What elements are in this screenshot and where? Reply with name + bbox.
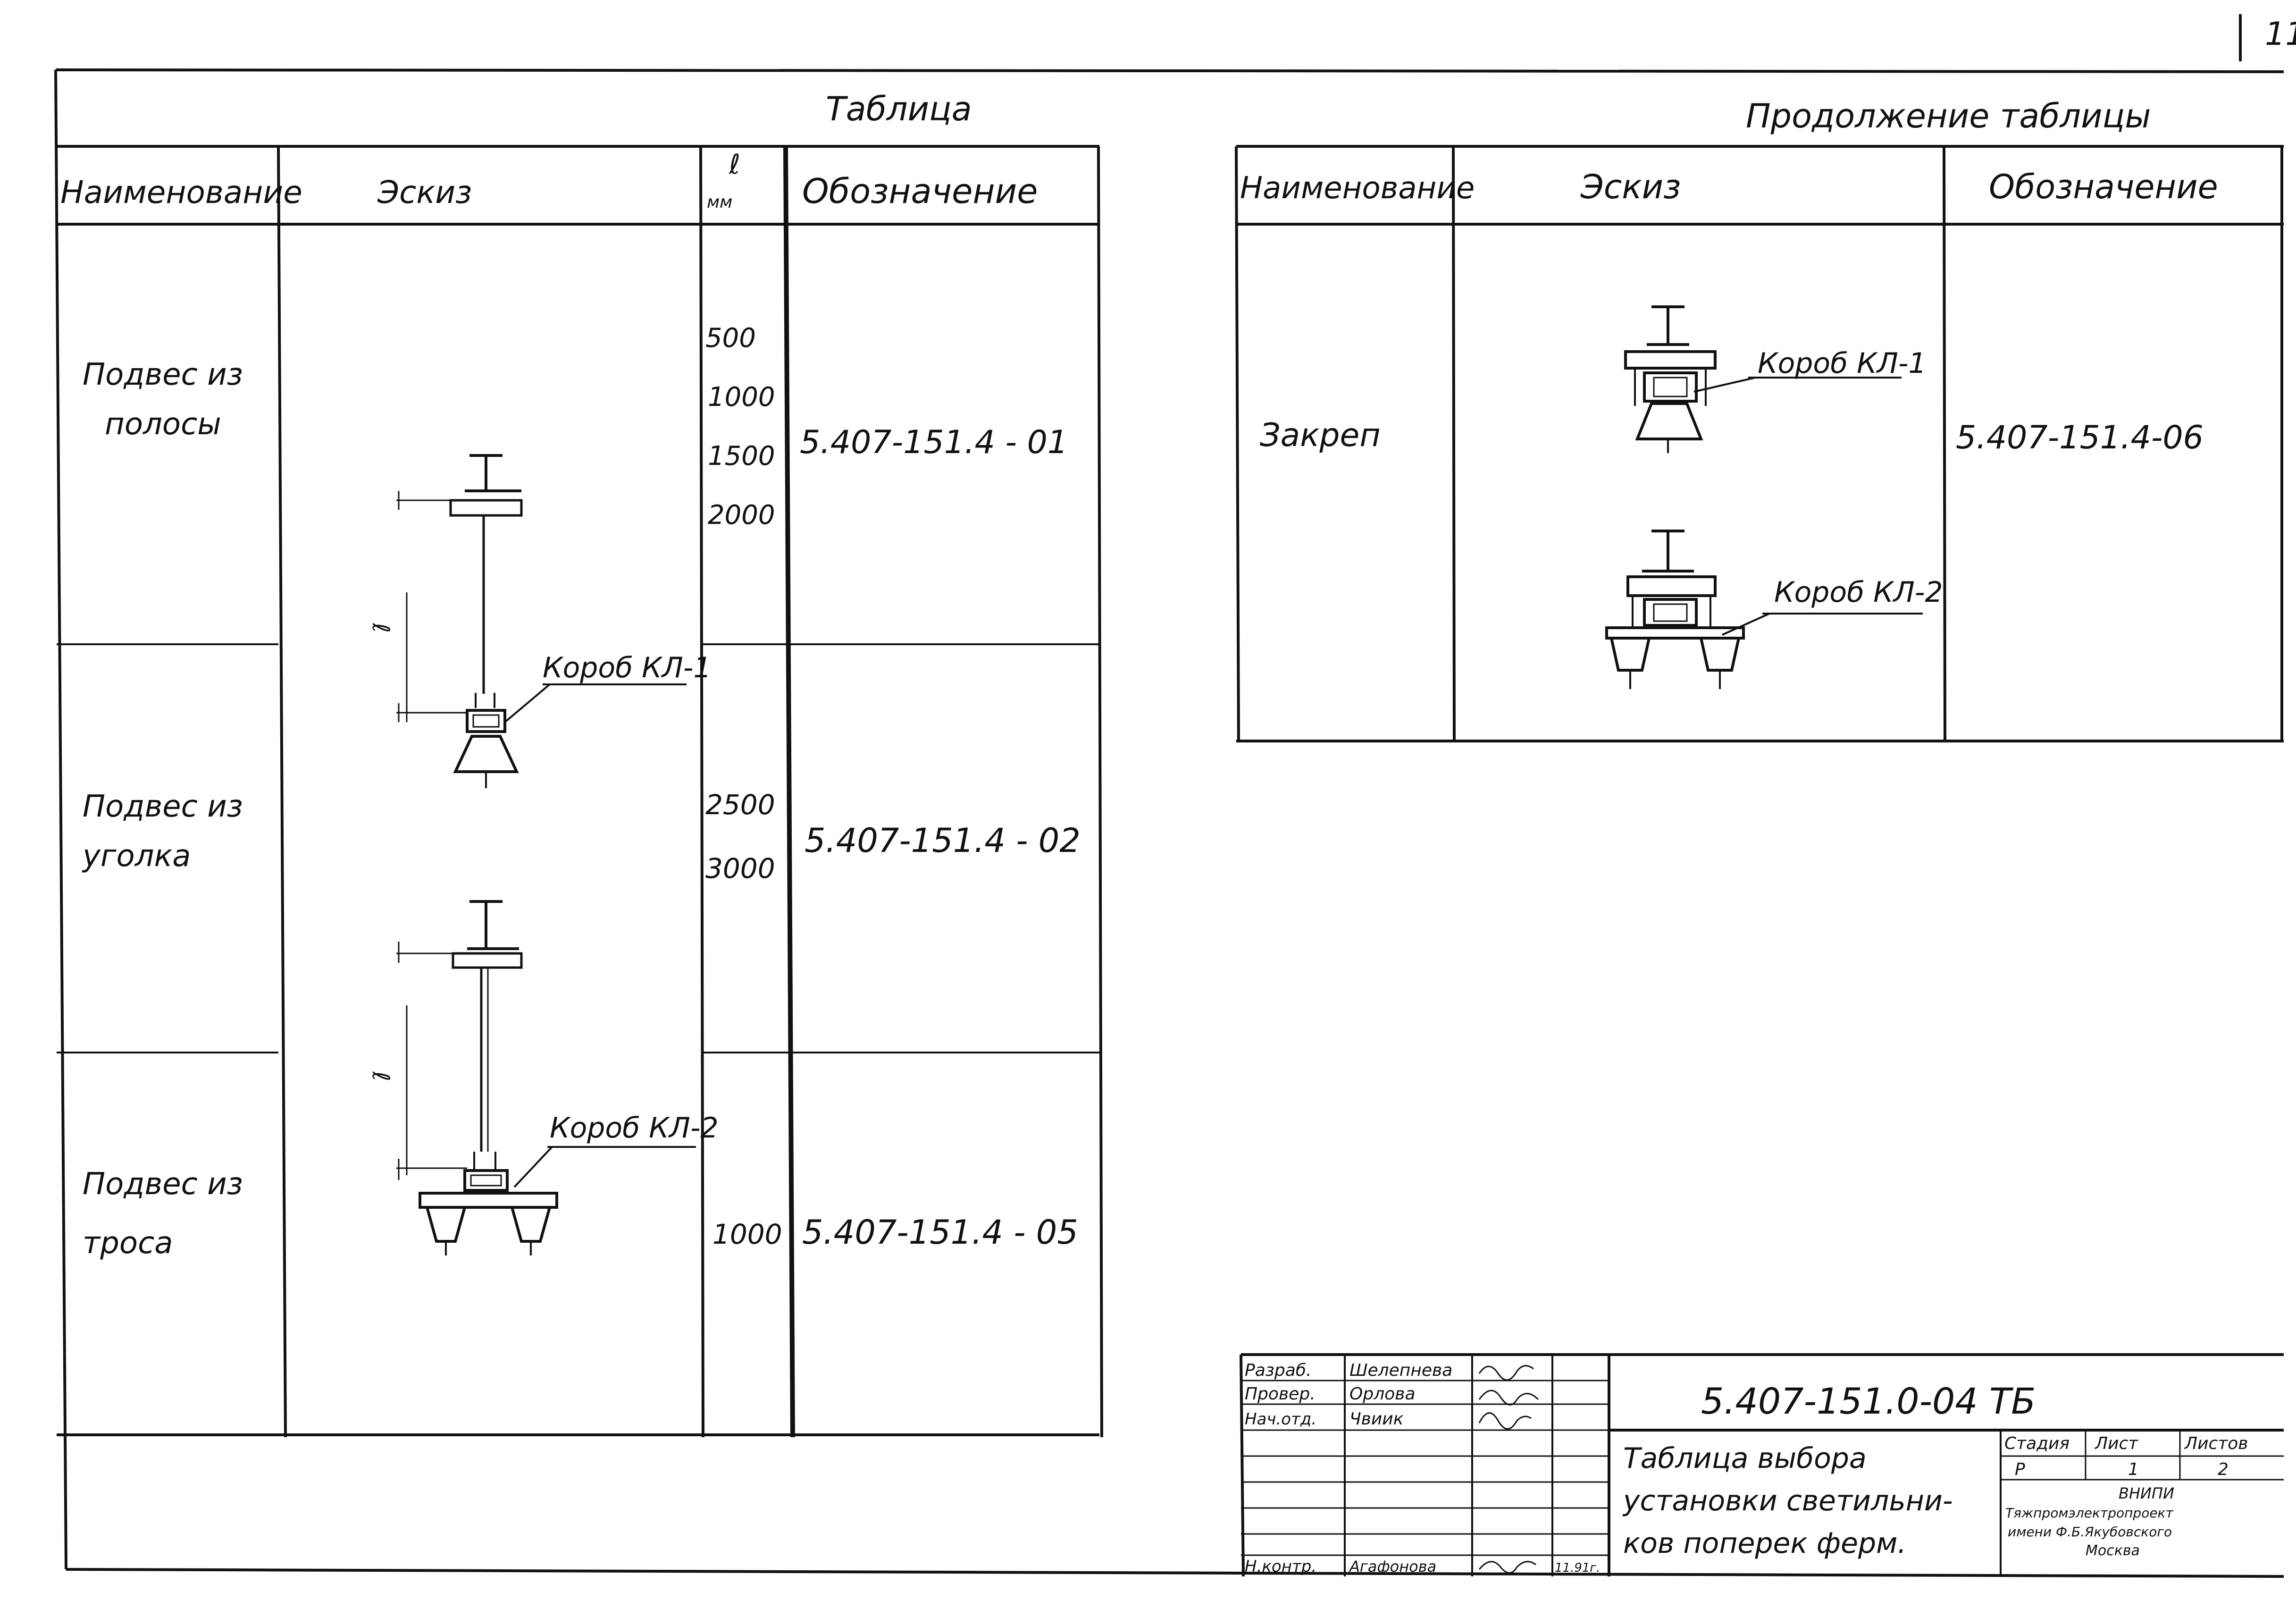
sketch2-dimension-label: ℓ (367, 1071, 394, 1081)
left-header-length-unit: мм (707, 193, 732, 212)
frame-bottom (66, 1568, 2284, 1578)
suspension-sketch-kl2 (396, 900, 696, 1255)
row2-length-1: 2500 (705, 789, 775, 821)
org-line3: имени Ф.Б.Якубовского (2008, 1524, 2172, 1540)
role-head-of-dept: Нач.отд. (1245, 1410, 1316, 1429)
clamp-sketch-box1-label: Короб КЛ-1 (1758, 347, 1927, 380)
frame-top (55, 68, 2284, 73)
org-line1: ВНИПИ (2119, 1484, 2174, 1502)
sketch1-dimension-label: ℓ (367, 623, 394, 633)
right-table-left-border (1235, 146, 1240, 741)
row3-length-1: 1000 (712, 1218, 782, 1250)
org-line4: Москва (2086, 1542, 2140, 1559)
clamp-sketch-kl2 (1605, 530, 1923, 689)
left-header-designation: Обозначение (802, 171, 1038, 211)
row1-length-4: 2000 (708, 500, 775, 531)
suspension-sketch-kl1 (396, 454, 687, 788)
stage-header: Стадия (2004, 1434, 2070, 1453)
sketch1-box-label: Короб КЛ-1 (543, 651, 712, 684)
role-norm-control: Н.контр. (1245, 1557, 1316, 1576)
row2-name-line1: Подвес из (83, 789, 243, 824)
row2-name-line2: уголка (82, 839, 191, 874)
signature-checker (1478, 1390, 1539, 1406)
row3-designation: 5.407-151.4 - 05 (802, 1213, 1078, 1252)
sheet-header: Лист (2094, 1434, 2138, 1453)
right-row-designation: 5.407-151.4-06 (1956, 419, 2204, 456)
signature-norm-control (1478, 1561, 1536, 1574)
right-row-name: Закреп (1260, 417, 1381, 454)
document-title-line2: установки светильни- (1622, 1484, 1953, 1517)
title-block-left-border (1240, 1354, 1245, 1577)
sheets-value: 2 (2218, 1460, 2229, 1479)
right-header-sketch: Эскиз (1580, 168, 1681, 206)
row1-name-line1: Подвес из (83, 357, 243, 392)
frame-left (54, 69, 67, 1570)
left-header-length-symbol: ℓ (729, 148, 740, 180)
title-block-date: 11.91г. (1555, 1561, 1600, 1575)
name-norm-control: Агафонова (1349, 1558, 1436, 1575)
right-table-caption: Продолжение таблицы (1746, 97, 2151, 135)
role-developer: Разраб. (1245, 1361, 1311, 1380)
row2-designation: 5.407-151.4 - 02 (804, 821, 1081, 860)
sheets-header: Листов (2184, 1434, 2248, 1453)
name-developer: Шелепнева (1349, 1361, 1452, 1380)
document-title-line3: ков поперек ферм. (1623, 1527, 1906, 1560)
document-code: 5.407-151.0-04 ТБ (1701, 1380, 2036, 1422)
document-title-line1: Таблица выбора (1623, 1442, 1867, 1475)
left-col-sep-2 (699, 146, 704, 1438)
signature-developer (1478, 1365, 1534, 1381)
clamp-sketch-box2-label: Короб КЛ-2 (1774, 576, 1943, 609)
sheet-value: 1 (2128, 1460, 2139, 1479)
clamp-sketch-kl1 (1624, 305, 1902, 453)
name-head-of-dept: Чвиик (1349, 1409, 1404, 1429)
left-table: Таблица Наименование Эскиз ℓ мм Обозначе… (57, 90, 1103, 1438)
row3-name-line2: троса (83, 1226, 173, 1261)
right-col-sep-2 (1943, 146, 1946, 741)
left-header-name: Наименование (60, 174, 302, 211)
title-block: Разраб. Шелепнева Провер. Орлова Нач.отд… (1240, 1353, 2284, 1577)
stage-value: Р (2015, 1460, 2025, 1479)
row1-length-2: 1000 (708, 382, 775, 413)
left-header-sketch: Эскиз (377, 174, 472, 211)
signature-head-of-dept (1478, 1412, 1532, 1430)
row3-name-line1: Подвес из (83, 1167, 243, 1202)
left-col-sep-3 (783, 146, 795, 1438)
role-checker: Провер. (1245, 1384, 1316, 1404)
left-table-caption: Таблица (826, 90, 972, 128)
right-col-sep-1 (1452, 146, 1456, 741)
right-header-name: Наименование (1240, 171, 1475, 206)
left-table-right-border (1097, 146, 1103, 1438)
right-header-designation: Обозначение (1989, 168, 2218, 206)
right-table: Продолжение таблицы Наименование Эскиз О… (1235, 97, 2284, 742)
row1-length-1: 500 (705, 323, 756, 354)
row1-name-line2: полосы (105, 407, 221, 442)
left-col-sep-1 (277, 146, 287, 1438)
sketch2-box-label: Короб КЛ-2 (550, 1112, 719, 1145)
org-line2: Тяжпромэлектропроект (2005, 1505, 2173, 1521)
row2-length-2: 3000 (705, 852, 775, 885)
name-checker: Орлова (1349, 1384, 1416, 1404)
row1-designation: 5.407-151.4 - 01 (800, 424, 1068, 461)
row1-length-3: 1500 (708, 441, 775, 472)
page-number: 11 (2265, 16, 2296, 53)
